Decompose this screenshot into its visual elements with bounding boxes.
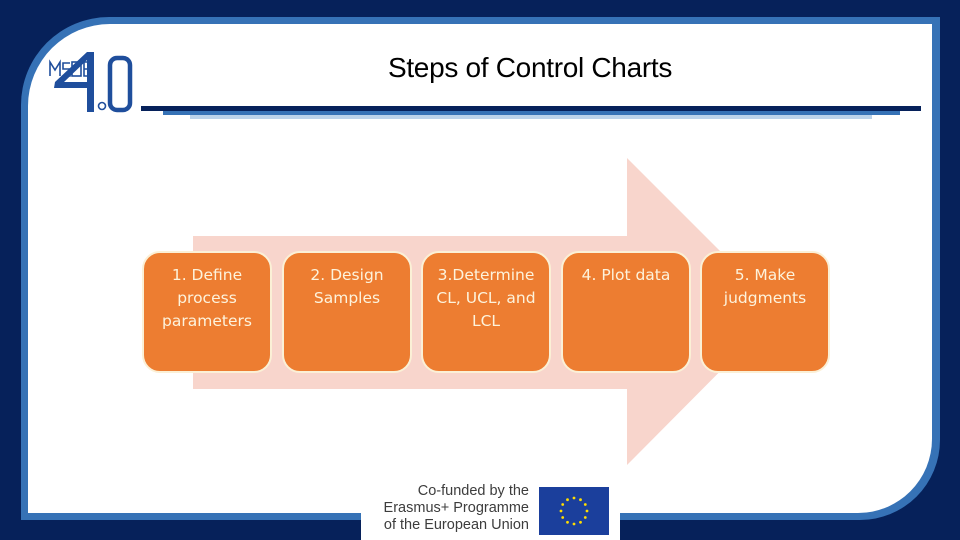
erasmus-funding-badge: Co-funded by the Erasmus+ Programme of t… <box>361 475 620 540</box>
step-3-determine-limits: 3.Determine CL, UCL, and LCL <box>421 251 551 373</box>
funding-statement: Co-funded by the Erasmus+ Programme of t… <box>361 483 529 534</box>
step-3-line-1: 3.Determine <box>437 266 535 284</box>
msie-logo-icon <box>49 52 133 113</box>
eu-flag-icon <box>539 487 609 535</box>
step-3-line-2: CL, UCL, and <box>436 289 536 307</box>
funding-line-1: Co-funded by the <box>417 483 529 499</box>
slide-title: Steps of Control Charts <box>387 52 673 83</box>
step-2-line-1: 2. Design <box>310 266 384 284</box>
step-1-line-3: parameters <box>162 312 252 330</box>
step-1-line-1: 1. Define <box>171 266 243 284</box>
title-underline-navy <box>141 106 921 111</box>
step-2-line-2: Samples <box>313 289 381 307</box>
funding-line-3: of the European Union <box>383 517 529 533</box>
step-1-define-process-parameters: 1. Define process parameters <box>142 251 272 373</box>
step-2-design-samples: 2. Design Samples <box>282 251 412 373</box>
title-underline-blue <box>163 111 900 115</box>
step-5-make-judgments: 5. Make judgments <box>700 251 830 373</box>
funding-line-2: Erasmus+ Programme <box>383 500 529 516</box>
step-3-line-3: LCL <box>471 312 501 330</box>
step-1-line-2: process <box>177 289 237 307</box>
step-4-plot-data: 4. Plot data <box>561 251 691 373</box>
step-5-line-1: 5. Make <box>734 266 796 284</box>
step-5-line-2: judgments <box>723 289 807 307</box>
title-underline-light <box>190 115 872 119</box>
step-4-line-1: 4. Plot data <box>581 266 671 284</box>
